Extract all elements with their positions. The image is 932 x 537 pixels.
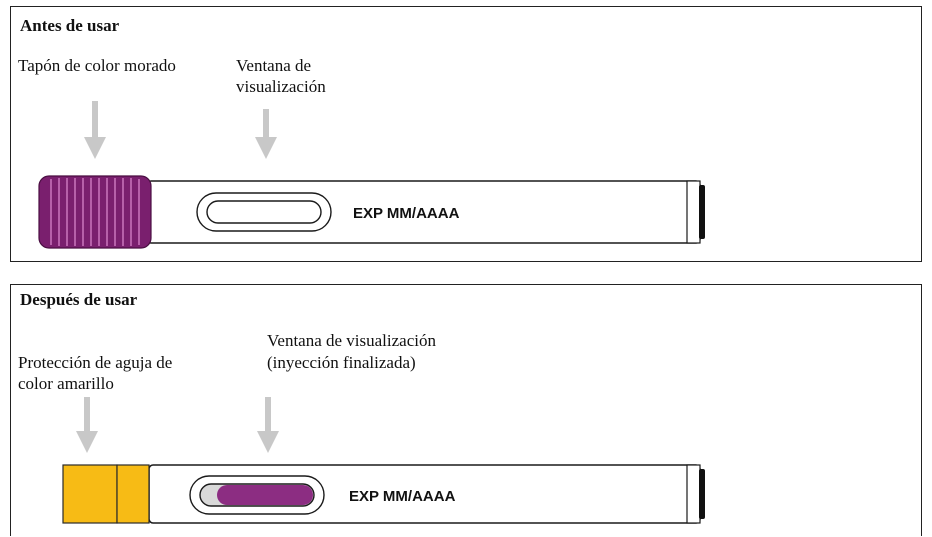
cap-label: Tapón de color morado — [18, 56, 176, 75]
guard-label-line2: color amarillo — [18, 374, 114, 393]
window-label-line1: Ventana de — [236, 56, 312, 75]
exp-date-text: EXP MM/AAAA — [349, 488, 456, 505]
window-label-line2: visualización — [236, 77, 326, 96]
arrow-down-icon — [255, 109, 277, 159]
exp-date-text: EXP MM/AAAA — [353, 205, 460, 222]
pen-after-diagram: EXP MM/AAAA — [62, 397, 705, 524]
panel-title-before: Antes de usar — [20, 16, 120, 35]
yellow-needle-guard — [62, 464, 150, 524]
window-label-finished-line2: (inyección finalizada) — [267, 353, 416, 372]
viewing-window — [196, 192, 332, 232]
viewing-window-finished — [189, 475, 325, 515]
arrow-down-icon — [84, 101, 106, 159]
guard-label-line1: Protección de aguja de — [18, 353, 173, 372]
arrow-down-icon — [76, 397, 98, 453]
panel-after-use: Después de usar Protección de aguja de c… — [10, 284, 922, 536]
arrow-down-icon — [257, 397, 279, 453]
panel-title-after: Después de usar — [20, 290, 138, 309]
purple-cap — [38, 175, 152, 249]
panel-before-use: Antes de usar Tapón de color morado Vent… — [10, 6, 922, 262]
pen-before-diagram: EXP MM/AAAA — [38, 101, 705, 249]
window-label-finished-line1: Ventana de visualización — [267, 331, 436, 350]
